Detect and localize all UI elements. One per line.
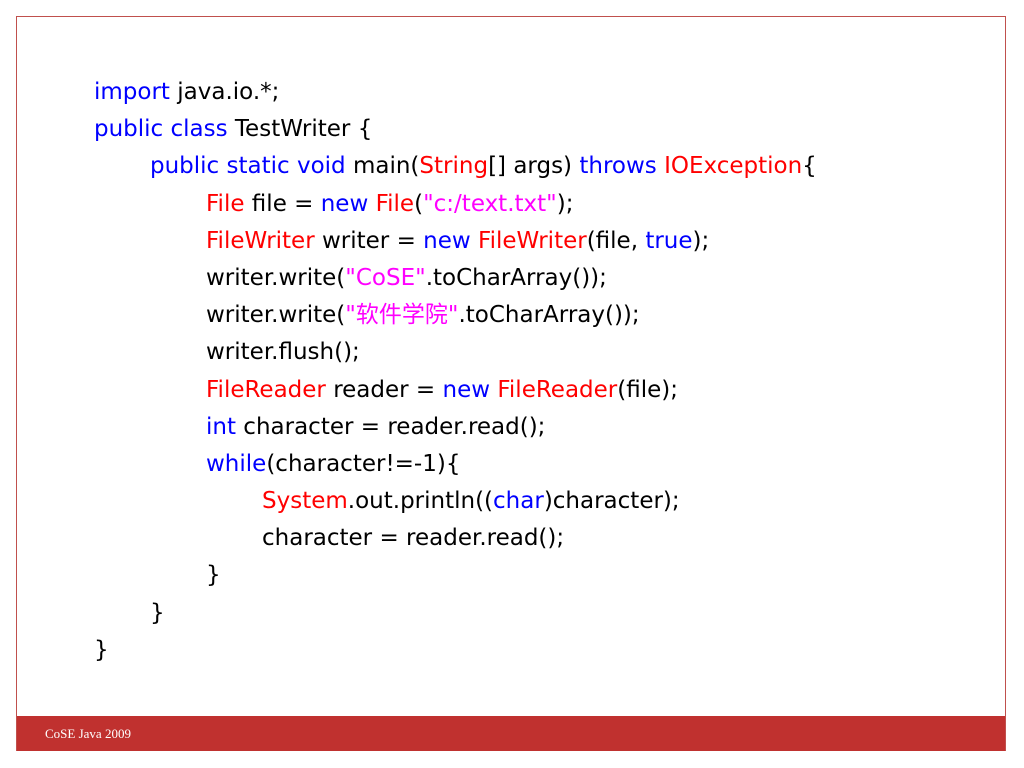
code-token: } — [150, 599, 165, 626]
code-token: throws — [579, 153, 657, 180]
code-token: reader = — [325, 376, 443, 403]
footer-bar: CoSE Java 2009 — [17, 716, 1005, 751]
code-line: } — [94, 595, 817, 632]
code-token: (character!=-1){ — [266, 450, 461, 477]
code-token: public static void — [150, 153, 346, 180]
code-token: import — [94, 79, 170, 105]
code-line: writer.write("软件学院".toCharArray()); — [94, 297, 817, 334]
code-token: } — [94, 636, 109, 663]
code-token: System — [262, 488, 348, 515]
code-token: new — [320, 190, 369, 217]
code-line: writer.flush(); — [94, 334, 817, 371]
code-token: ( — [414, 190, 424, 217]
code-token: true — [645, 227, 693, 254]
code-line: FileReader reader = new FileReader(file)… — [94, 372, 817, 409]
code-line: } — [94, 632, 817, 669]
code-token: java.io.*; — [169, 79, 280, 105]
code-token: String — [419, 153, 489, 180]
code-token: public class — [94, 116, 228, 143]
code-token: IOException — [664, 153, 803, 180]
code-token: FileWriter — [478, 227, 587, 254]
code-line: int character = reader.read(); — [94, 409, 817, 446]
code-line: import java.io.*; — [94, 74, 817, 111]
code-token: (file, — [586, 227, 646, 254]
code-line: writer.write("CoSE".toCharArray()); — [94, 260, 817, 297]
code-token — [368, 191, 375, 217]
code-token: File — [206, 190, 245, 217]
code-token — [471, 228, 478, 254]
footer-text: CoSE Java 2009 — [45, 726, 131, 741]
code-token: "c:/text.txt" — [423, 190, 557, 217]
code-token: new — [442, 376, 491, 403]
code-token: .out.println(( — [347, 488, 494, 515]
code-token: ); — [556, 190, 574, 217]
code-token: "CoSE" — [345, 264, 426, 291]
code-token: int — [206, 413, 236, 440]
code-line: public static void main(String[] args) t… — [94, 148, 817, 185]
code-token: character = reader.read(); — [236, 413, 546, 440]
code-token: writer.flush(); — [206, 339, 360, 366]
slide: import java.io.*;public class TestWriter… — [16, 16, 1006, 751]
code-token: TestWriter { — [227, 116, 373, 143]
code-token: writer = — [314, 227, 424, 254]
code-token: writer.write( — [206, 302, 346, 329]
code-token: .toCharArray()); — [458, 302, 640, 329]
code-token: File — [375, 190, 415, 217]
code-token: FileWriter — [206, 227, 315, 254]
code-line: File file = new File("c:/text.txt"); — [94, 186, 817, 223]
code-token: ); — [692, 227, 710, 254]
code-token: while — [206, 450, 267, 477]
code-token: writer.write( — [206, 264, 346, 291]
code-token: "软件学院" — [345, 302, 459, 329]
code-block: import java.io.*;public class TestWriter… — [94, 74, 817, 669]
code-token: FileReader — [206, 376, 326, 403]
code-token: char — [493, 488, 544, 515]
code-line: while(character!=-1){ — [94, 446, 817, 483]
code-token: .toCharArray()); — [425, 264, 607, 291]
code-line: } — [94, 557, 817, 594]
code-token: (file); — [617, 376, 678, 403]
code-token: file = — [244, 190, 321, 217]
code-token: } — [206, 562, 221, 589]
code-line: character = reader.read(); — [94, 520, 817, 557]
code-line: FileWriter writer = new FileWriter(file,… — [94, 223, 817, 260]
code-token: )character); — [543, 488, 680, 515]
code-line: public class TestWriter { — [94, 111, 817, 148]
code-token: { — [802, 153, 817, 180]
code-token: new — [423, 227, 471, 254]
code-token — [657, 153, 664, 179]
code-token: character = reader.read(); — [262, 525, 565, 552]
code-token: main( — [345, 153, 420, 180]
code-token: FileReader — [497, 376, 618, 403]
code-token: [] args) — [488, 153, 580, 180]
code-line: System.out.println((char)character); — [94, 483, 817, 520]
